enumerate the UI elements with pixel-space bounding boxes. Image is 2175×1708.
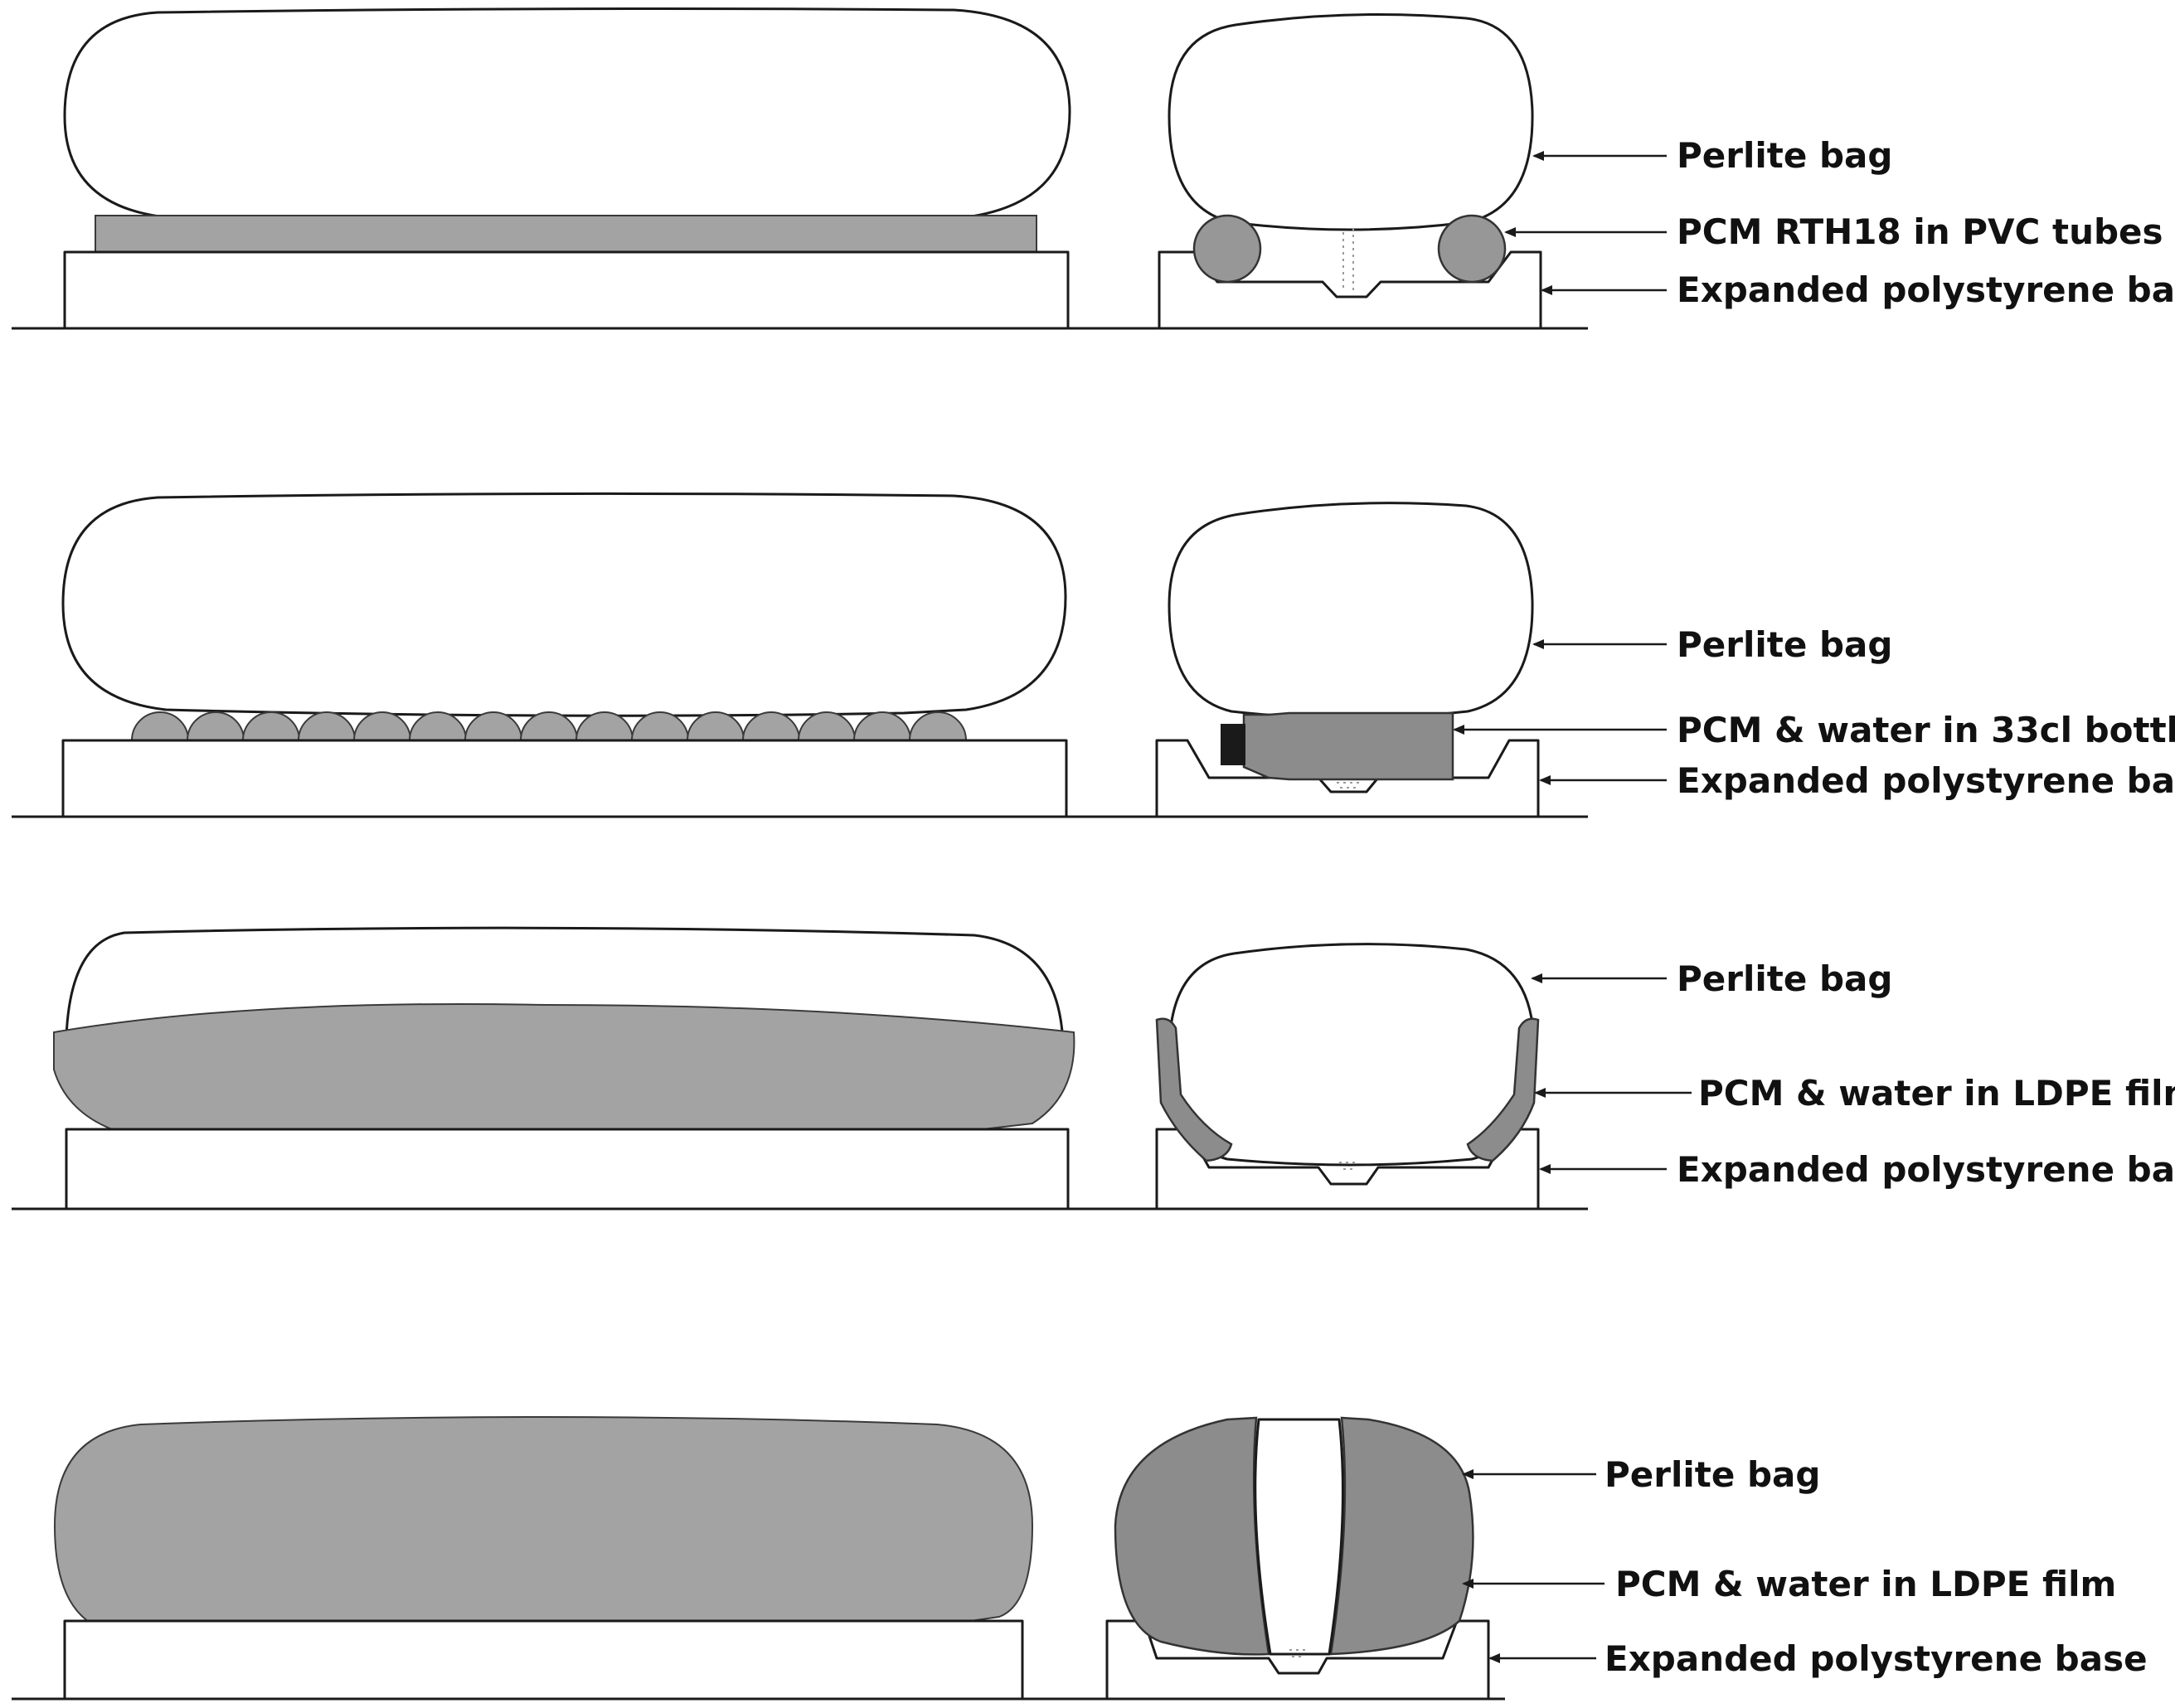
- panel-4: Perlite bag PCM & water in LDPE film Exp…: [12, 1416, 2148, 1701]
- bottle-side: [575, 711, 634, 741]
- perlite-bag-side: [63, 7, 1071, 225]
- pcm-tube-left-end: [1192, 214, 1262, 284]
- bottle-cap: [1221, 724, 1245, 765]
- pcm-film-end-right: [1466, 1017, 1540, 1162]
- polystyrene-base-side-2: [61, 739, 1068, 818]
- label-base-3: Expanded polystyrene base: [1677, 1149, 2175, 1190]
- label-pcm-2: PCM & water in 33cl bottles: [1677, 710, 2175, 750]
- bottle-row: [130, 711, 968, 741]
- label-base-1: Expanded polystyrene base: [1677, 269, 2175, 310]
- bottle-side: [852, 711, 912, 741]
- arrowhead-bag-1: [1532, 151, 1544, 161]
- perlite-core-end-4: [1254, 1418, 1344, 1656]
- panel-1: Perlite bag PCM RTH18 in PVC tubes Expan…: [12, 7, 2175, 330]
- perlite-bag-end-3: [1168, 943, 1536, 1167]
- drain-channel-1: [1342, 228, 1354, 290]
- arrowhead-base-3: [1539, 1164, 1551, 1174]
- bottle-side: [630, 711, 690, 741]
- polystyrene-base-side-3: [65, 1128, 1070, 1211]
- bottle-side: [241, 711, 301, 741]
- arrowhead-pcm-2: [1453, 725, 1464, 735]
- bottle-side: [464, 711, 523, 741]
- arrowhead-pcm-1: [1504, 227, 1516, 237]
- pcm-film-side-4: [53, 1416, 1034, 1628]
- label-base-4: Expanded polystyrene base: [1605, 1638, 2148, 1679]
- arrowhead-pcm-3: [1534, 1088, 1546, 1098]
- polystyrene-base-end: [1158, 250, 1542, 330]
- arrowhead-pcm-4: [1462, 1579, 1473, 1589]
- pcm-tube-side: [95, 215, 1037, 253]
- label-pcm-3: PCM & water in LDPE film: [1698, 1073, 2175, 1114]
- pcm-film-end-left-4: [1114, 1416, 1270, 1656]
- bottle-side: [797, 711, 857, 741]
- bottle-end-body: [1242, 711, 1454, 781]
- drain-channel-3: [1339, 1162, 1358, 1170]
- bottle-side: [297, 711, 357, 741]
- bottle-side: [686, 711, 745, 741]
- perlite-bag-end: [1168, 13, 1534, 231]
- pcm-film-end-right-4: [1329, 1416, 1474, 1656]
- label-perlite-bag-2: Perlite bag: [1677, 624, 1892, 665]
- drain-channel-2: [1337, 782, 1360, 788]
- pcm-film-side: [53, 1002, 1075, 1130]
- arrowhead-bag-2: [1532, 639, 1544, 649]
- drain-channel-4: [1289, 1649, 1308, 1657]
- perlite-bag-end-2: [1168, 502, 1534, 720]
- label-pcm-1: PCM RTH18 in PVC tubes: [1677, 211, 2163, 252]
- label-perlite-bag-1: Perlite bag: [1677, 135, 1892, 176]
- polystyrene-base-side: [63, 250, 1070, 330]
- perlite-bag-side-2: [61, 492, 1067, 717]
- arrowhead-base-4: [1488, 1653, 1500, 1663]
- bottle-side: [352, 711, 412, 741]
- bottle-side: [519, 711, 579, 741]
- arrowhead-base-2: [1539, 775, 1551, 785]
- pcm-film-end-left: [1155, 1017, 1233, 1162]
- label-perlite-bag-3: Perlite bag: [1677, 958, 1892, 999]
- arrowhead-bag-3: [1531, 973, 1542, 983]
- label-base-2: Expanded polystyrene base: [1677, 760, 2175, 801]
- panel-2: Perlite bag PCM & water in 33cl bottles …: [12, 492, 2175, 818]
- bottle-side: [908, 711, 968, 741]
- bottle-side: [408, 711, 468, 741]
- arrowhead-base-1: [1541, 285, 1552, 295]
- label-perlite-bag-4: Perlite bag: [1605, 1454, 1820, 1495]
- arrowhead-bag-4: [1462, 1469, 1473, 1479]
- polystyrene-base-side-4: [63, 1619, 1024, 1701]
- polystyrene-base-end-3: [1155, 1128, 1540, 1211]
- pcm-tube-right-end: [1437, 214, 1507, 284]
- bottle-side: [741, 711, 801, 741]
- label-pcm-4: PCM & water in LDPE film: [1615, 1564, 2116, 1604]
- bottle-side: [186, 711, 245, 741]
- bottle-side: [130, 711, 190, 741]
- polystyrene-base-end-4: [1105, 1619, 1490, 1701]
- panel-3: Perlite bag PCM & water in LDPE film Exp…: [12, 926, 2175, 1211]
